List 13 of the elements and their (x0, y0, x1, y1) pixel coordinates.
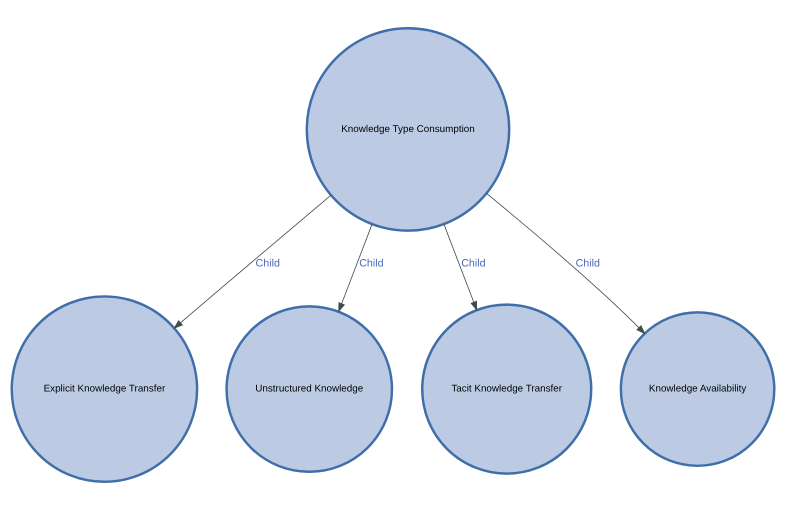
node-circle: Explicit Knowledge Transfer (10, 295, 198, 483)
node-circle: Knowledge Type Consumption (306, 27, 510, 232)
node-circle: Knowledge Availability (620, 311, 776, 468)
arrow (173, 194, 332, 330)
arrow (444, 224, 478, 312)
edge-label: Child (461, 257, 486, 270)
edge-label: Child (359, 257, 384, 270)
node-circle: Tacit Knowledge Transfer (421, 303, 592, 475)
arrow (486, 193, 646, 334)
arrow (338, 224, 372, 313)
node-circle: Unstructured Knowledge (225, 305, 394, 474)
edge-label: Child (256, 257, 280, 270)
edge-label: Child (576, 257, 600, 270)
